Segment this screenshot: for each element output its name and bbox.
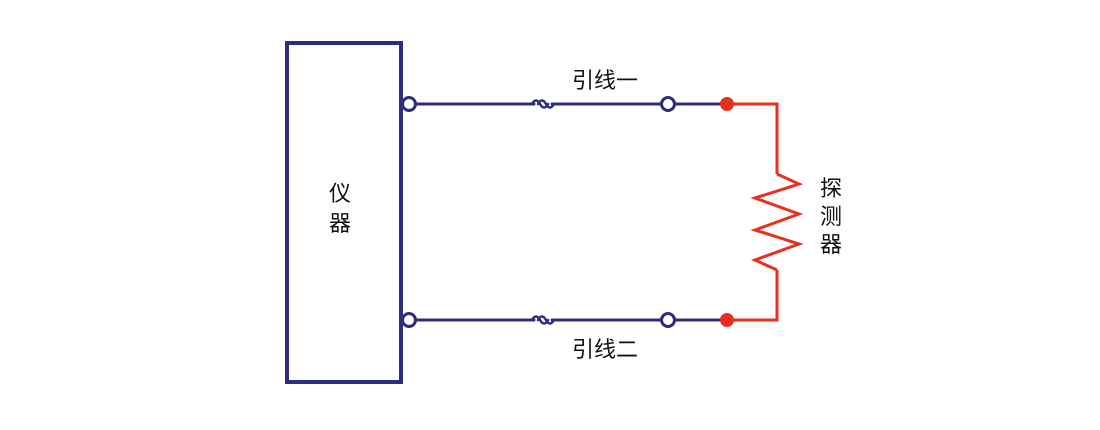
lead-wire-2-label: 引线二 [572,338,638,363]
break-symbol-2 [530,315,556,325]
detector-label-3: 器 [820,233,842,258]
detector-node-1 [720,97,734,111]
resistor-zigzag [750,172,804,272]
instrument-box [285,41,403,384]
terminal-instrument-2 [401,312,417,328]
terminal-connector-1 [660,96,676,112]
break-symbol-1 [530,99,556,109]
terminal-instrument-1 [401,96,417,112]
instrument-label-2: 器 [329,212,351,237]
terminal-connector-2 [660,312,676,328]
instrument-label-1: 仪 [329,182,351,207]
detector-node-2 [720,313,734,327]
detector-circuit [727,102,804,322]
detector-label-1: 探 [820,177,842,202]
lead-wire-1-label: 引线一 [572,69,638,94]
detector-label-2: 测 [820,205,842,230]
